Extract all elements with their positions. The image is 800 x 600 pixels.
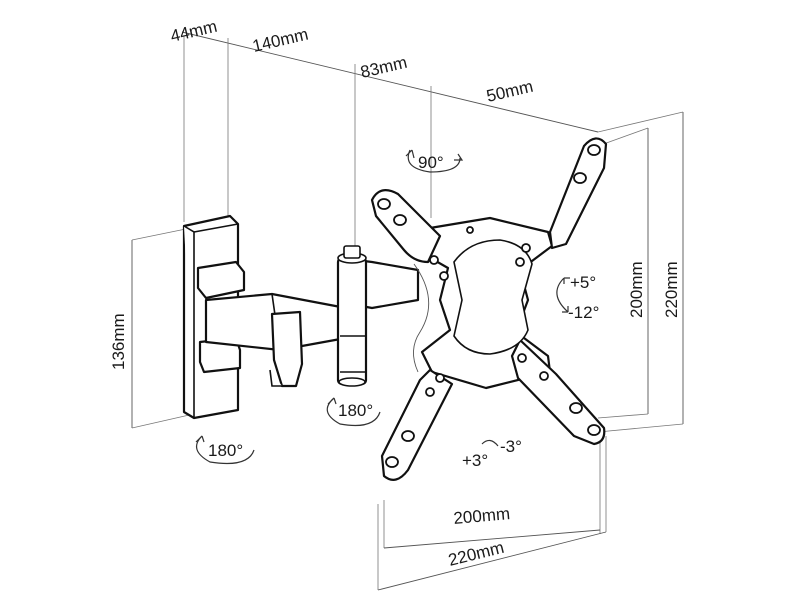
wall-depth-label: 44mm (169, 17, 219, 46)
angle-labels: 90° +5° -12° 180° 180° +3° -3° (208, 153, 599, 470)
tilt-down-label: -12° (568, 303, 599, 322)
tilt-up-label: +5° (570, 273, 596, 292)
vesa-outer-v-label: 220mm (662, 261, 681, 318)
rotation-arrows (195, 149, 570, 465)
rotate-plus-label: +3° (462, 451, 488, 470)
arm-first-label: 140mm (251, 25, 311, 56)
swivel-wall-label: 180° (208, 441, 243, 460)
swivel-top-label: 90° (418, 153, 444, 172)
second-arm (336, 245, 430, 387)
rotate-minus-label: -3° (500, 437, 522, 456)
vesa-inner-v-label: 200mm (627, 261, 646, 318)
arm-third-label: 50mm (485, 77, 535, 106)
vesa-plate (370, 137, 608, 481)
arm-second-label: 83mm (359, 53, 409, 82)
vesa-inner-h-label: 200mm (453, 504, 511, 528)
swivel-arm-label: 180° (338, 401, 373, 420)
plate-height-label: 136mm (109, 313, 128, 370)
